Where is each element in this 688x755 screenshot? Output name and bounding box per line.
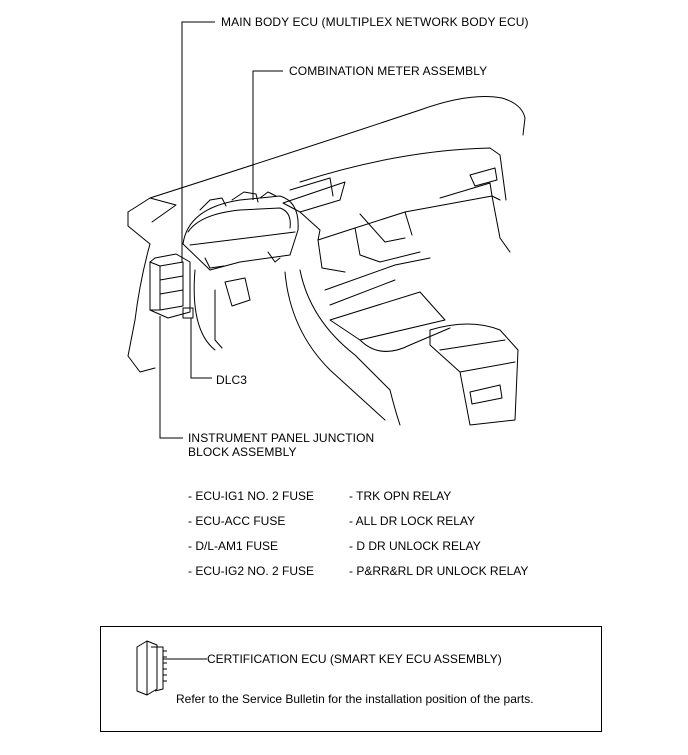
armrest — [429, 323, 519, 426]
list-item: - D/L-AM1 FUSE — [188, 539, 279, 553]
dashboard-illustration — [127, 21, 526, 439]
callout-junction-block-line1: INSTRUMENT PANEL JUNCTION — [188, 431, 375, 445]
relay-list: - TRK OPN RELAY - ALL DR LOCK RELAY - D … — [349, 489, 528, 589]
certification-ecu-label: CERTIFICATION ECU (SMART KEY ECU ASSEMBL… — [207, 652, 502, 666]
combination-meter — [182, 195, 299, 271]
list-item: - ALL DR LOCK RELAY — [349, 514, 476, 528]
callout-dlc3: DLC3 — [216, 373, 248, 387]
installation-note: Refer to the Service Bulletin for the in… — [176, 692, 534, 706]
dash-top-outline — [127, 96, 526, 213]
list-item: - ECU-IG1 NO. 2 FUSE — [188, 489, 315, 503]
leader-dlc3 — [190, 318, 212, 379]
certification-ecu-note-box: CERTIFICATION ECU (SMART KEY ECU ASSEMBL… — [100, 626, 602, 732]
callout-main-body-ecu: MAIN BODY ECU (MULTIPLEX NETWORK BODY EC… — [221, 15, 529, 29]
list-item: - ECU-ACC FUSE — [188, 514, 286, 528]
leader-combination-meter — [252, 70, 283, 200]
callout-junction-block-line2: BLOCK ASSEMBLY — [188, 445, 297, 459]
list-item: - TRK OPN RELAY — [349, 489, 452, 503]
fuse-list: - ECU-IG1 NO. 2 FUSE - ECU-ACC FUSE - D/… — [188, 489, 314, 589]
center-console — [299, 269, 401, 426]
list-item: - D DR UNLOCK RELAY — [349, 539, 481, 553]
callout-combination-meter: COMBINATION METER ASSEMBLY — [289, 64, 488, 78]
leader-main-body-ecu — [181, 21, 215, 262]
certification-ecu-icon — [136, 640, 207, 696]
junction-block — [149, 253, 191, 319]
list-item: - ECU-IG2 NO. 2 FUSE — [188, 564, 315, 578]
dlc3-connector — [182, 307, 194, 319]
list-item: - P&RR&RL DR UNLOCK RELAY — [349, 564, 529, 578]
leader-junction-block — [159, 316, 183, 439]
